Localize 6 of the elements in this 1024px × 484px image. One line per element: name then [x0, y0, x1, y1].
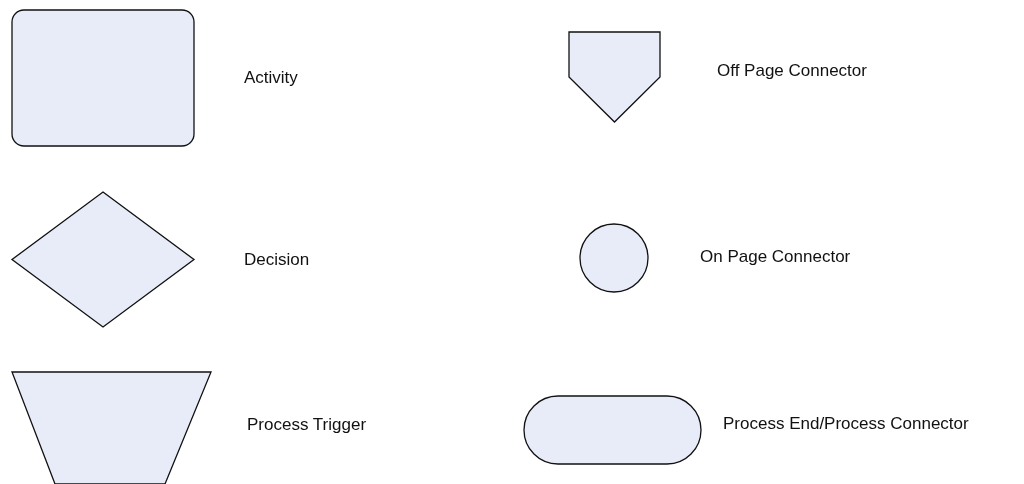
shape-label: Off Page Connector [717, 61, 867, 81]
shape-label: Process End/Process Connector [723, 414, 969, 434]
shape-label: Activity [244, 68, 298, 88]
shape-label: Process Trigger [247, 415, 367, 435]
shape-label: Decision [244, 250, 310, 270]
shape-label: On Page Connector [700, 247, 851, 267]
